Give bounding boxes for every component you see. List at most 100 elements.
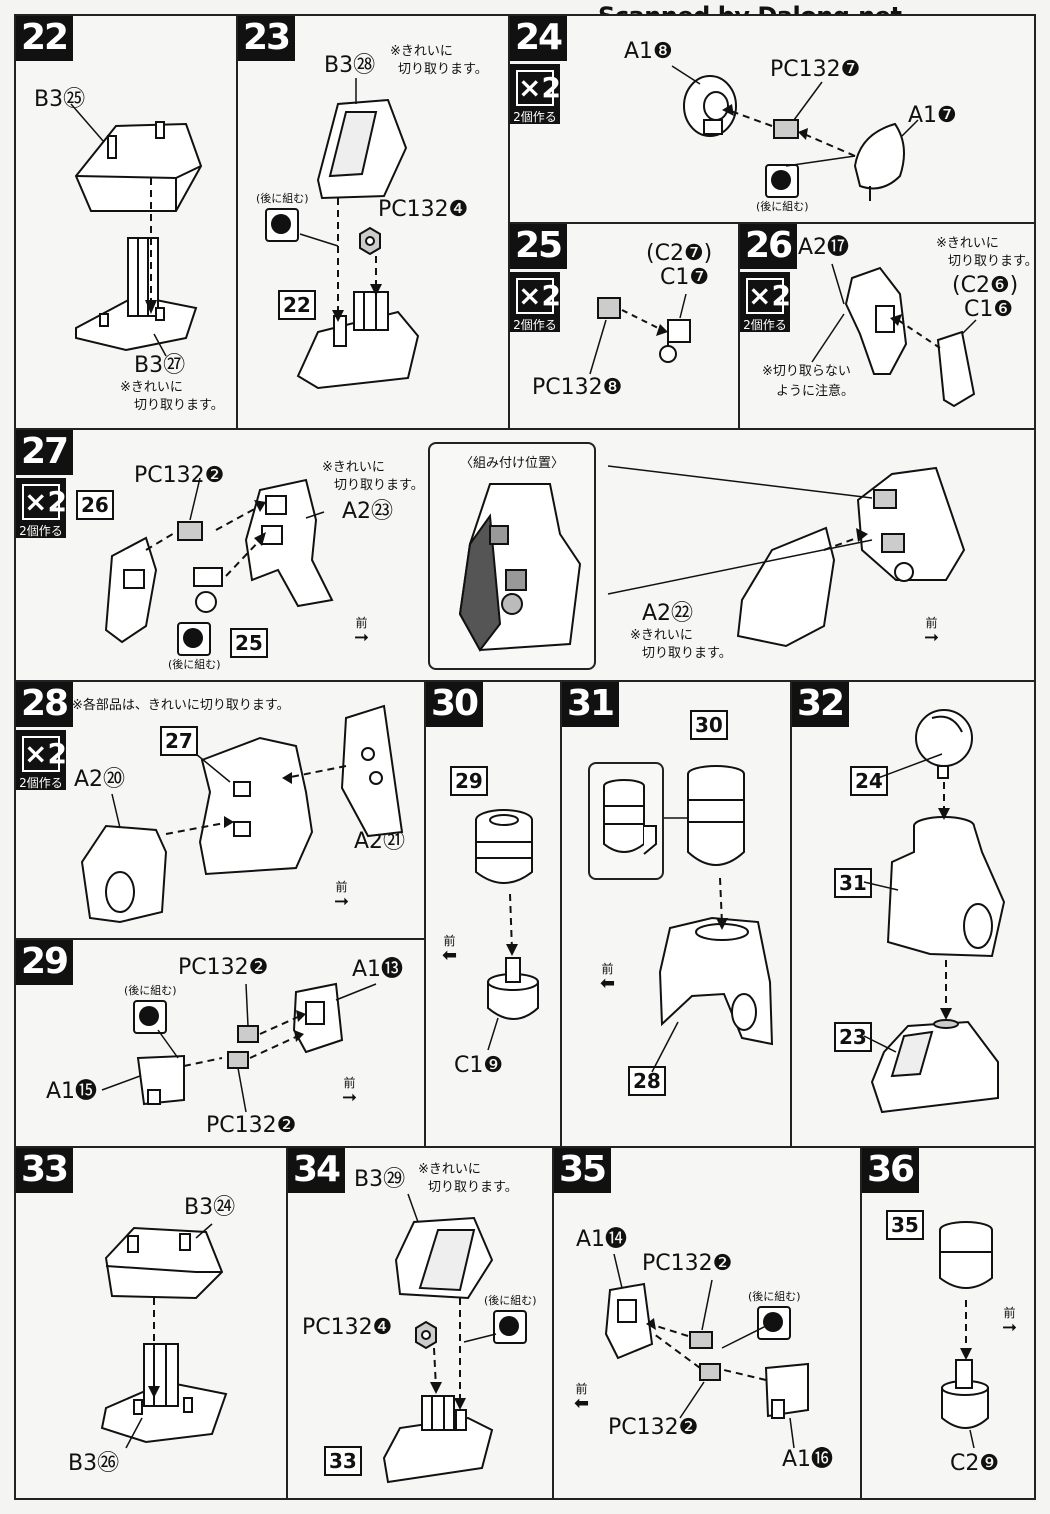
assemble-later-marker: (後に組む) bbox=[484, 1292, 537, 1344]
part-label-a2-17: A2⓱ bbox=[798, 235, 850, 260]
step-36-diagram bbox=[939, 1221, 993, 1449]
make-two-badge: ×2 2個作る bbox=[510, 272, 561, 332]
front-indicator: 前 ⬅ bbox=[574, 1380, 589, 1413]
cut-note-2: 切り取ります。 bbox=[642, 646, 732, 661]
step-22-diagram bbox=[70, 103, 203, 357]
step-28-panel: 28 ×2 2個作る ※各部品は、きれいに切り取ります。 27 A2⑳ A2㉑ … bbox=[14, 680, 426, 940]
ref-step-22: 22 bbox=[278, 290, 316, 320]
part-label-b3-29: B3㉙ bbox=[354, 1167, 406, 1192]
step-22-panel: 22 B3㉕ B3㉗ ※きれいに 切り取ります。 bbox=[14, 14, 238, 430]
cut-note-1: ※きれいに bbox=[390, 44, 453, 59]
x2-label: ×2 bbox=[516, 70, 561, 106]
front-indicator: 前 ➞ bbox=[924, 614, 940, 648]
part-label-b3-25: B3㉕ bbox=[34, 87, 86, 112]
front-arrow-icon: ➞ bbox=[354, 627, 370, 648]
front-arrow-icon: ➞ bbox=[924, 627, 940, 648]
step-25-diagram bbox=[589, 293, 691, 375]
step-24-diagram bbox=[671, 65, 919, 201]
detail-callout bbox=[588, 762, 664, 880]
part-label-b3-24: B3㉔ bbox=[184, 1195, 236, 1220]
part-label-c2-9: C2❾ bbox=[950, 1451, 1000, 1476]
ref-step-26: 26 bbox=[76, 490, 114, 520]
make-two-label: 2個作る bbox=[513, 318, 557, 332]
step-32-diagram bbox=[863, 709, 1006, 1114]
part-label-c2-7: (C2❼) bbox=[646, 241, 713, 266]
warning-note-2: ように注意。 bbox=[776, 384, 855, 399]
part-label-c1-7: C1❼ bbox=[660, 265, 710, 290]
assembly-position-label: 〈組み付け位置〉 bbox=[460, 456, 565, 471]
step-number: 30 bbox=[426, 682, 484, 727]
part-label-c2-6: (C2❻) bbox=[952, 273, 1019, 298]
make-two-label: 2個作る bbox=[513, 110, 557, 124]
make-two-badge: ×2 2個作る bbox=[16, 478, 67, 538]
warning-note-1: ※切り取らない bbox=[762, 364, 851, 379]
step-30-panel: 30 29 前 ⬅ C1❾ bbox=[424, 680, 562, 1148]
front-arrow-icon: ➞ bbox=[334, 891, 350, 912]
part-label-pc132-8: PC132❽ bbox=[532, 375, 623, 400]
cut-note-1: ※きれいに bbox=[120, 380, 183, 395]
step-number: 34 bbox=[288, 1148, 346, 1193]
step-number: 35 bbox=[554, 1148, 612, 1193]
cut-note-2: 切り取ります。 bbox=[334, 478, 424, 493]
step-31-panel: 31 30 前 ⬅ 28 bbox=[560, 680, 792, 1148]
assemble-later-label: (後に組む) bbox=[124, 984, 177, 997]
part-label-a1-7: A1❼ bbox=[908, 103, 957, 128]
step-25-panel: 25 ×2 2個作る (C2❼) C1❼ PC132❽ bbox=[508, 222, 740, 430]
part-label-pc132-7: PC132❼ bbox=[770, 57, 861, 82]
ref-step-29: 29 bbox=[450, 766, 488, 796]
part-label-pc132-2-top: PC132❷ bbox=[178, 955, 269, 980]
step-26-panel: 26 ×2 2個作る A2⓱ ※きれいに 切り取ります。 (C2❻) C1❻ ※… bbox=[738, 222, 1036, 430]
part-label-b3-26: B3㉖ bbox=[68, 1451, 120, 1476]
cut-note-2: 切り取ります。 bbox=[428, 1180, 518, 1195]
part-label-pc132-2-bottom: PC132❷ bbox=[206, 1113, 297, 1138]
front-indicator: 前 ➞ bbox=[342, 1074, 357, 1107]
step-29-diagram bbox=[101, 982, 377, 1113]
assemble-later-marker: (後に組む) bbox=[748, 1288, 801, 1340]
step-33-diagram bbox=[100, 1223, 228, 1449]
front-label: 前 bbox=[601, 962, 614, 976]
front-indicator: 前 ➞ bbox=[1002, 1304, 1017, 1337]
assemble-later-icon bbox=[133, 1000, 168, 1034]
step-number: 27 bbox=[16, 430, 74, 475]
front-label: 前 bbox=[575, 1382, 588, 1396]
part-label-a1-13: A1⓭ bbox=[352, 957, 404, 982]
part-label-b3-28: B3㉘ bbox=[324, 53, 376, 78]
part-label-a1-16: A1⓰ bbox=[782, 1447, 834, 1472]
part-label-pc132-2: PC132❷ bbox=[134, 463, 225, 488]
step-27-panel: 27 ×2 2個作る PC132❷ ※きれいに 切り取ります。 A2㉓ 26 2… bbox=[14, 428, 1036, 682]
part-label-c1-6: C1❻ bbox=[964, 297, 1014, 322]
front-label: 前 bbox=[335, 880, 348, 894]
cut-note-2: 切り取ります。 bbox=[398, 62, 488, 77]
step-27-diagram bbox=[104, 465, 966, 648]
step-23-diagram bbox=[296, 78, 420, 390]
make-two-badge: ×2 2個作る bbox=[16, 730, 67, 790]
assemble-later-icon bbox=[493, 1310, 528, 1344]
part-label-pc132-2-bottom: PC132❷ bbox=[608, 1415, 699, 1440]
front-indicator: 前 ➞ bbox=[334, 878, 350, 912]
front-arrow-icon: ⬅ bbox=[600, 973, 616, 994]
detail-diagram bbox=[603, 779, 657, 855]
part-label-a2-22: A2㉒ bbox=[642, 601, 694, 626]
front-arrow-icon: ⬅ bbox=[442, 945, 458, 966]
step-number: 22 bbox=[16, 16, 74, 61]
step-number: 26 bbox=[740, 224, 798, 269]
make-two-label: 2個作る bbox=[743, 318, 787, 332]
ref-step-33: 33 bbox=[324, 1446, 362, 1476]
part-label-a2-23: A2㉓ bbox=[342, 499, 394, 524]
step-number: 31 bbox=[562, 682, 620, 727]
step-35-panel: 35 A1⓮ PC132❷ (後に組む) 前 ⬅ PC132❷ A1⓰ bbox=[552, 1146, 862, 1500]
assemble-later-marker: (後に組む) bbox=[256, 190, 309, 242]
assembly-position-diagram bbox=[458, 483, 582, 652]
part-label-a1-14: A1⓮ bbox=[576, 1227, 628, 1252]
assemble-later-label: (後に組む) bbox=[484, 1294, 537, 1307]
part-label-pc132-4: PC132❹ bbox=[378, 197, 469, 222]
step-34-panel: 34 B3㉙ ※きれいに 切り取ります。 PC132❹ (後に組む) 33 bbox=[286, 1146, 554, 1500]
part-label-b3-27: B3㉗ bbox=[134, 353, 186, 378]
step-29-panel: 29 PC132❷ A1⓭ (後に組む) A1⓭ A1⓯ PC132❷ 前 ➞ bbox=[14, 938, 426, 1148]
part-label-a1-15: A1⓯ bbox=[46, 1079, 98, 1104]
step-28-diagram bbox=[80, 704, 404, 924]
assemble-later-label: (後に組む) bbox=[256, 192, 309, 205]
step-26-diagram bbox=[811, 263, 977, 408]
step-34-diagram bbox=[382, 1193, 497, 1484]
step-number: 28 bbox=[16, 682, 74, 727]
